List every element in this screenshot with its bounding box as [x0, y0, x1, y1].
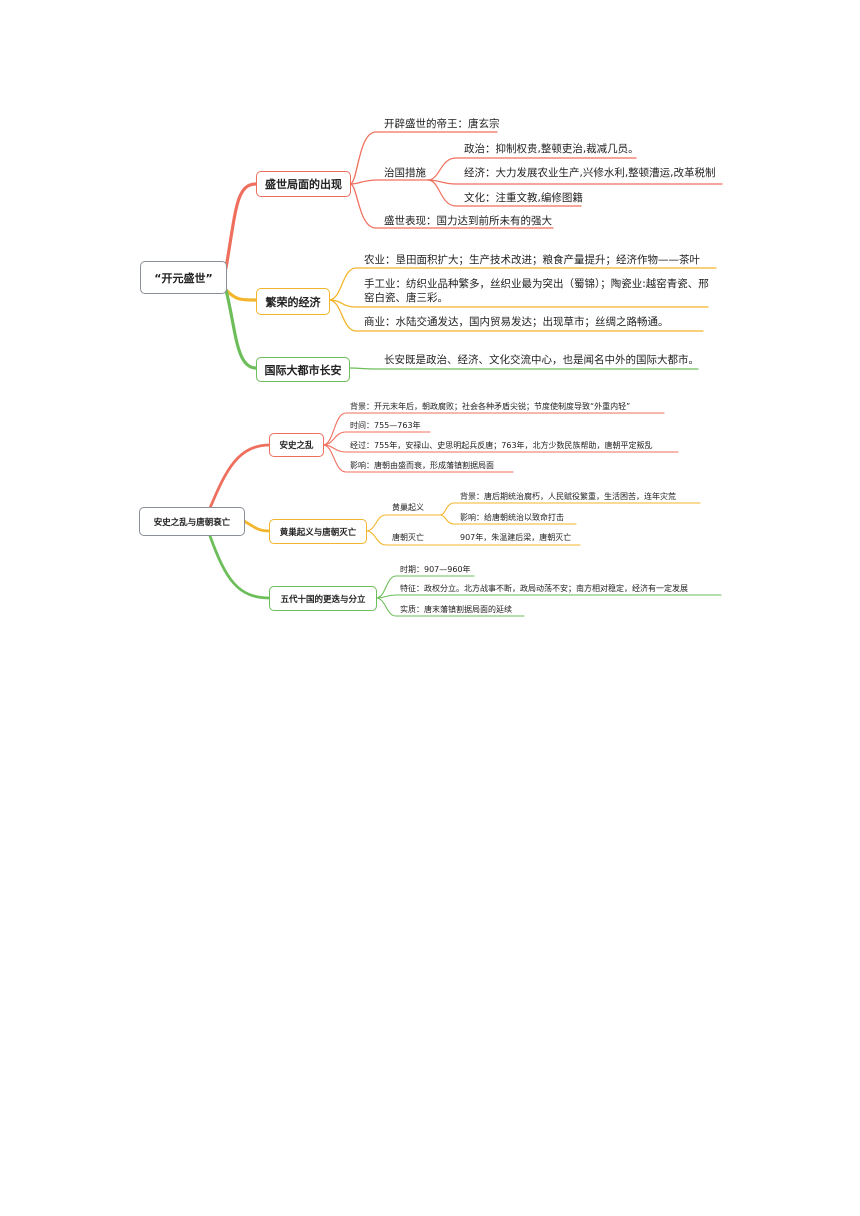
- map2-process-text: 经过：755年，安禄山、史思明起兵反唐；763年，北方少数民族帮助，唐朝平定叛乱: [350, 441, 653, 450]
- map2-branch2-node: 黄巢起义与唐朝灭亡: [269, 519, 367, 544]
- map2-uprising-label: 黄巢起义: [392, 503, 424, 512]
- map2-time-text: 时间：755—763年: [350, 421, 421, 430]
- map1-branch2-node: 繁荣的经济: [256, 288, 330, 315]
- map2-uprising-impact-text: 影响：给唐朝统治以致命打击: [460, 513, 564, 522]
- map2-branch1-node: 安史之乱: [269, 433, 324, 457]
- map2-root-label: 安史之乱与唐朝衰亡: [153, 517, 231, 528]
- map2-period-text: 时期：907—960年: [400, 565, 471, 574]
- map2-branch3-node: 五代十国的更迭与分立: [269, 586, 377, 611]
- map1-changan-text: 长安既是政治、经济、文化交流中心，也是闻名中外的国际大都市。: [384, 354, 699, 366]
- map2-background-text: 背景：开元末年后，朝政腐败；社会各种矛盾尖锐；节度使制度导致“外重内轻”: [350, 402, 631, 411]
- connector-root-branch2: [224, 288, 258, 302]
- map2-uprising-background-text: 背景：唐后期统治腐朽，人民赋役繁重，生活困苦，连年灾荒: [460, 492, 676, 501]
- connector-root2-branch2: [242, 519, 272, 533]
- map1-branch3-label: 国际大都市长安: [264, 363, 342, 377]
- map1-root-node: “开元盛世”: [140, 261, 227, 294]
- map1-politics-text: 政治：抑制权贵,整顿吏治,裁减几员。: [464, 143, 639, 155]
- map2-essence-text: 实质：唐末藩镇割据局面的延续: [400, 605, 512, 614]
- map1-agriculture-text: 农业：垦田面积扩大；生产技术改进；粮食产量提升；经济作物——茶叶: [364, 254, 700, 266]
- map2-fall-text: 907年，朱温建后梁，唐朝灭亡: [460, 533, 572, 542]
- map2-branch2-label: 黄巢起义与唐朝灭亡: [279, 527, 357, 538]
- connector-root2-branch3: [208, 534, 272, 600]
- map2-impact-text: 影响：唐朝由盛而衰，形成藩镇割据局面: [350, 461, 494, 470]
- map1-branch1-label: 盛世局面的出现: [265, 178, 342, 191]
- map1-culture-text: 文化：注重文教,编修图籍: [464, 192, 583, 204]
- connector-root-branch3: [224, 288, 258, 370]
- map1-branch3-node: 国际大都市长安: [256, 357, 350, 382]
- map2-branch1-label: 安史之乱: [279, 441, 314, 451]
- map2-root-node: 安史之乱与唐朝衰亡: [139, 507, 245, 536]
- map1-branch2-label: 繁荣的经济: [265, 295, 321, 309]
- connector-root2-branch1: [208, 443, 272, 510]
- map1-root-label: “开元盛世”: [154, 271, 213, 285]
- map1-commerce-text: 商业：水陆交通发达，国内贸易发达；出现草市；丝绸之路畅通。: [364, 316, 669, 328]
- map1-branch1-node: 盛世局面的出现: [256, 171, 351, 197]
- map2-fall-label: 唐朝灭亡: [392, 533, 424, 542]
- map1-founder-text: 开辟盛世的帝王：唐玄宗: [384, 118, 500, 130]
- map1-measures-label: 治国措施: [384, 167, 426, 179]
- map2-branch3-label: 五代十国的更迭与分立: [280, 594, 366, 605]
- connector-root-branch1: [224, 182, 258, 270]
- map1-handicraft-text-line1: 手工业：纺织业品种繁多，丝织业最为突出（蜀锦）；陶瓷业:越窑青瓷、邢: [364, 278, 709, 290]
- map2-features-text: 特征：政权分立。北方战事不断，政局动荡不安；南方相对稳定，经济有一定发展: [400, 584, 688, 593]
- map1-performance-text: 盛世表现：国力达到前所未有的强大: [384, 215, 552, 227]
- map1-economy-text: 经济：大力发展农业生产,兴修水利,整顿漕运,改革税制: [464, 167, 716, 179]
- map1-handicraft-text-line2: 窑白瓷、唐三彩。: [364, 292, 448, 304]
